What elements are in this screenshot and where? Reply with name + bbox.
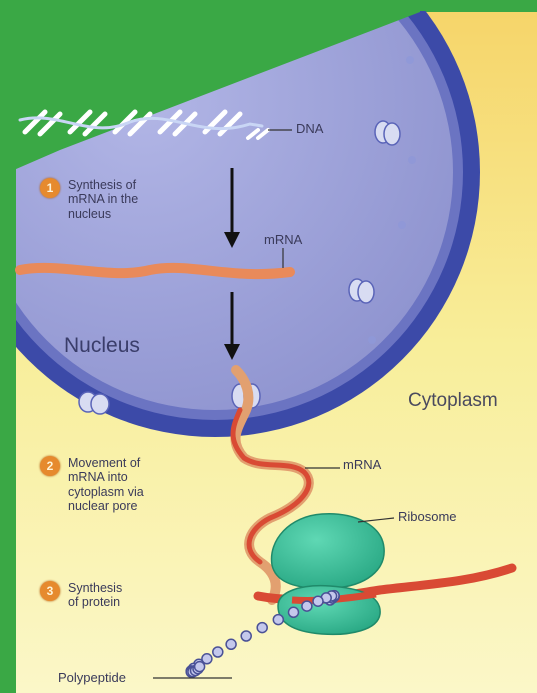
amino-acid-bead [195, 662, 205, 672]
green-band-left-overlay [0, 0, 16, 693]
amino-acid-bead [257, 623, 267, 633]
step-1-text: Synthesis of mRNA in the nucleus [68, 178, 138, 221]
nucleus-label: Nucleus [64, 334, 140, 358]
step-3-text: Synthesis of protein [68, 581, 122, 610]
amino-acid-bead [241, 631, 251, 641]
step-1-badge: 1 [40, 178, 60, 198]
amino-acid-bead [213, 647, 223, 657]
ribosome [272, 514, 385, 635]
amino-acid-bead [313, 596, 323, 606]
amino-acid-bead [302, 601, 312, 611]
amino-acid-bead [226, 639, 236, 649]
green-band-top-overlay [0, 0, 537, 11]
nuclear-pore [375, 121, 400, 145]
step-3-badge: 3 [40, 581, 60, 601]
step-2-text: Movement of mRNA into cytoplasm via nucl… [68, 456, 144, 514]
mrna-label-cytoplasm: mRNA [343, 458, 381, 473]
polypeptide-label: Polypeptide [58, 671, 126, 686]
nuclear-pore [349, 279, 374, 303]
nuclear-pore [79, 392, 109, 414]
amino-acid-bead [289, 607, 299, 617]
amino-acid-bead [273, 615, 283, 625]
step-2-badge: 2 [40, 456, 60, 476]
ribosome-label: Ribosome [398, 510, 457, 525]
cytoplasm-label: Cytoplasm [408, 390, 498, 412]
dna-label: DNA [296, 122, 323, 137]
mrna-label-nucleus: mRNA [264, 233, 302, 248]
